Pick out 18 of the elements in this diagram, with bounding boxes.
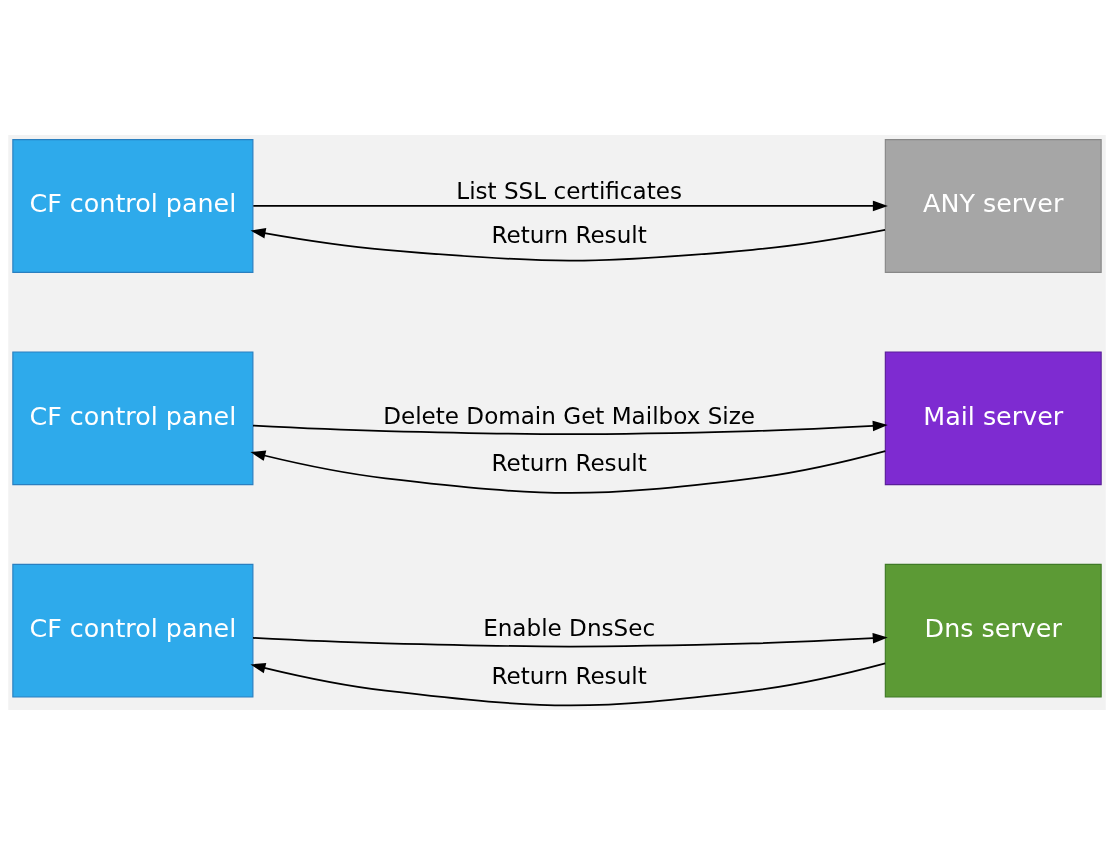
arrow bbox=[252, 200, 888, 211]
arrow bbox=[250, 449, 887, 494]
edge-label: Return Result bbox=[491, 662, 647, 689]
edge-label: Delete Domain Get Mailbox Size bbox=[383, 402, 756, 429]
edge-label: Return Result bbox=[491, 221, 647, 248]
edge-label: Return Result bbox=[491, 449, 647, 476]
node-box: Mail server bbox=[884, 350, 1102, 485]
node-box: Dns server bbox=[884, 563, 1102, 698]
node-box: ANY server bbox=[884, 138, 1102, 273]
edge-label: Enable DnsSec bbox=[483, 614, 656, 641]
arrow bbox=[250, 662, 887, 706]
arrow bbox=[250, 227, 886, 261]
node-box: CF control panel bbox=[12, 563, 254, 698]
arrow bbox=[252, 632, 888, 647]
arrow bbox=[252, 420, 888, 435]
node-box: CF control panel bbox=[12, 138, 254, 273]
node-box: CF control panel bbox=[12, 350, 254, 485]
edge-label: List SSL certificates bbox=[456, 177, 682, 204]
